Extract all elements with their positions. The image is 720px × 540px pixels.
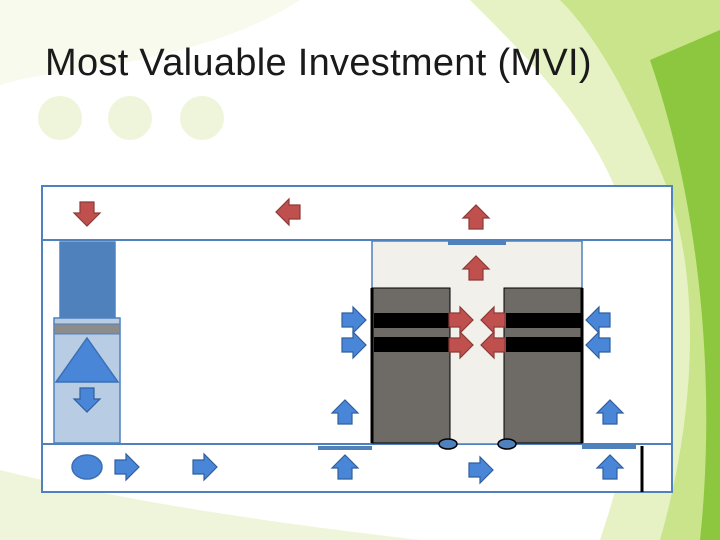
crac-unit-filter bbox=[53, 323, 121, 335]
server-rack-right bbox=[503, 287, 583, 444]
server-rack-left bbox=[371, 287, 451, 444]
oval-icon bbox=[71, 454, 103, 480]
cable-seal-right bbox=[497, 438, 517, 450]
blanking-band-right-2 bbox=[506, 337, 582, 352]
triangle-icon bbox=[54, 336, 120, 383]
cable-seal-left bbox=[438, 438, 458, 450]
crac-unit-top bbox=[59, 241, 116, 319]
blanking-band-right-1 bbox=[506, 313, 582, 328]
blanking-band-left-1 bbox=[374, 313, 450, 328]
slide-title: Most Valuable Investment (MVI) bbox=[45, 42, 592, 84]
blanking-band-left-2 bbox=[374, 337, 450, 352]
